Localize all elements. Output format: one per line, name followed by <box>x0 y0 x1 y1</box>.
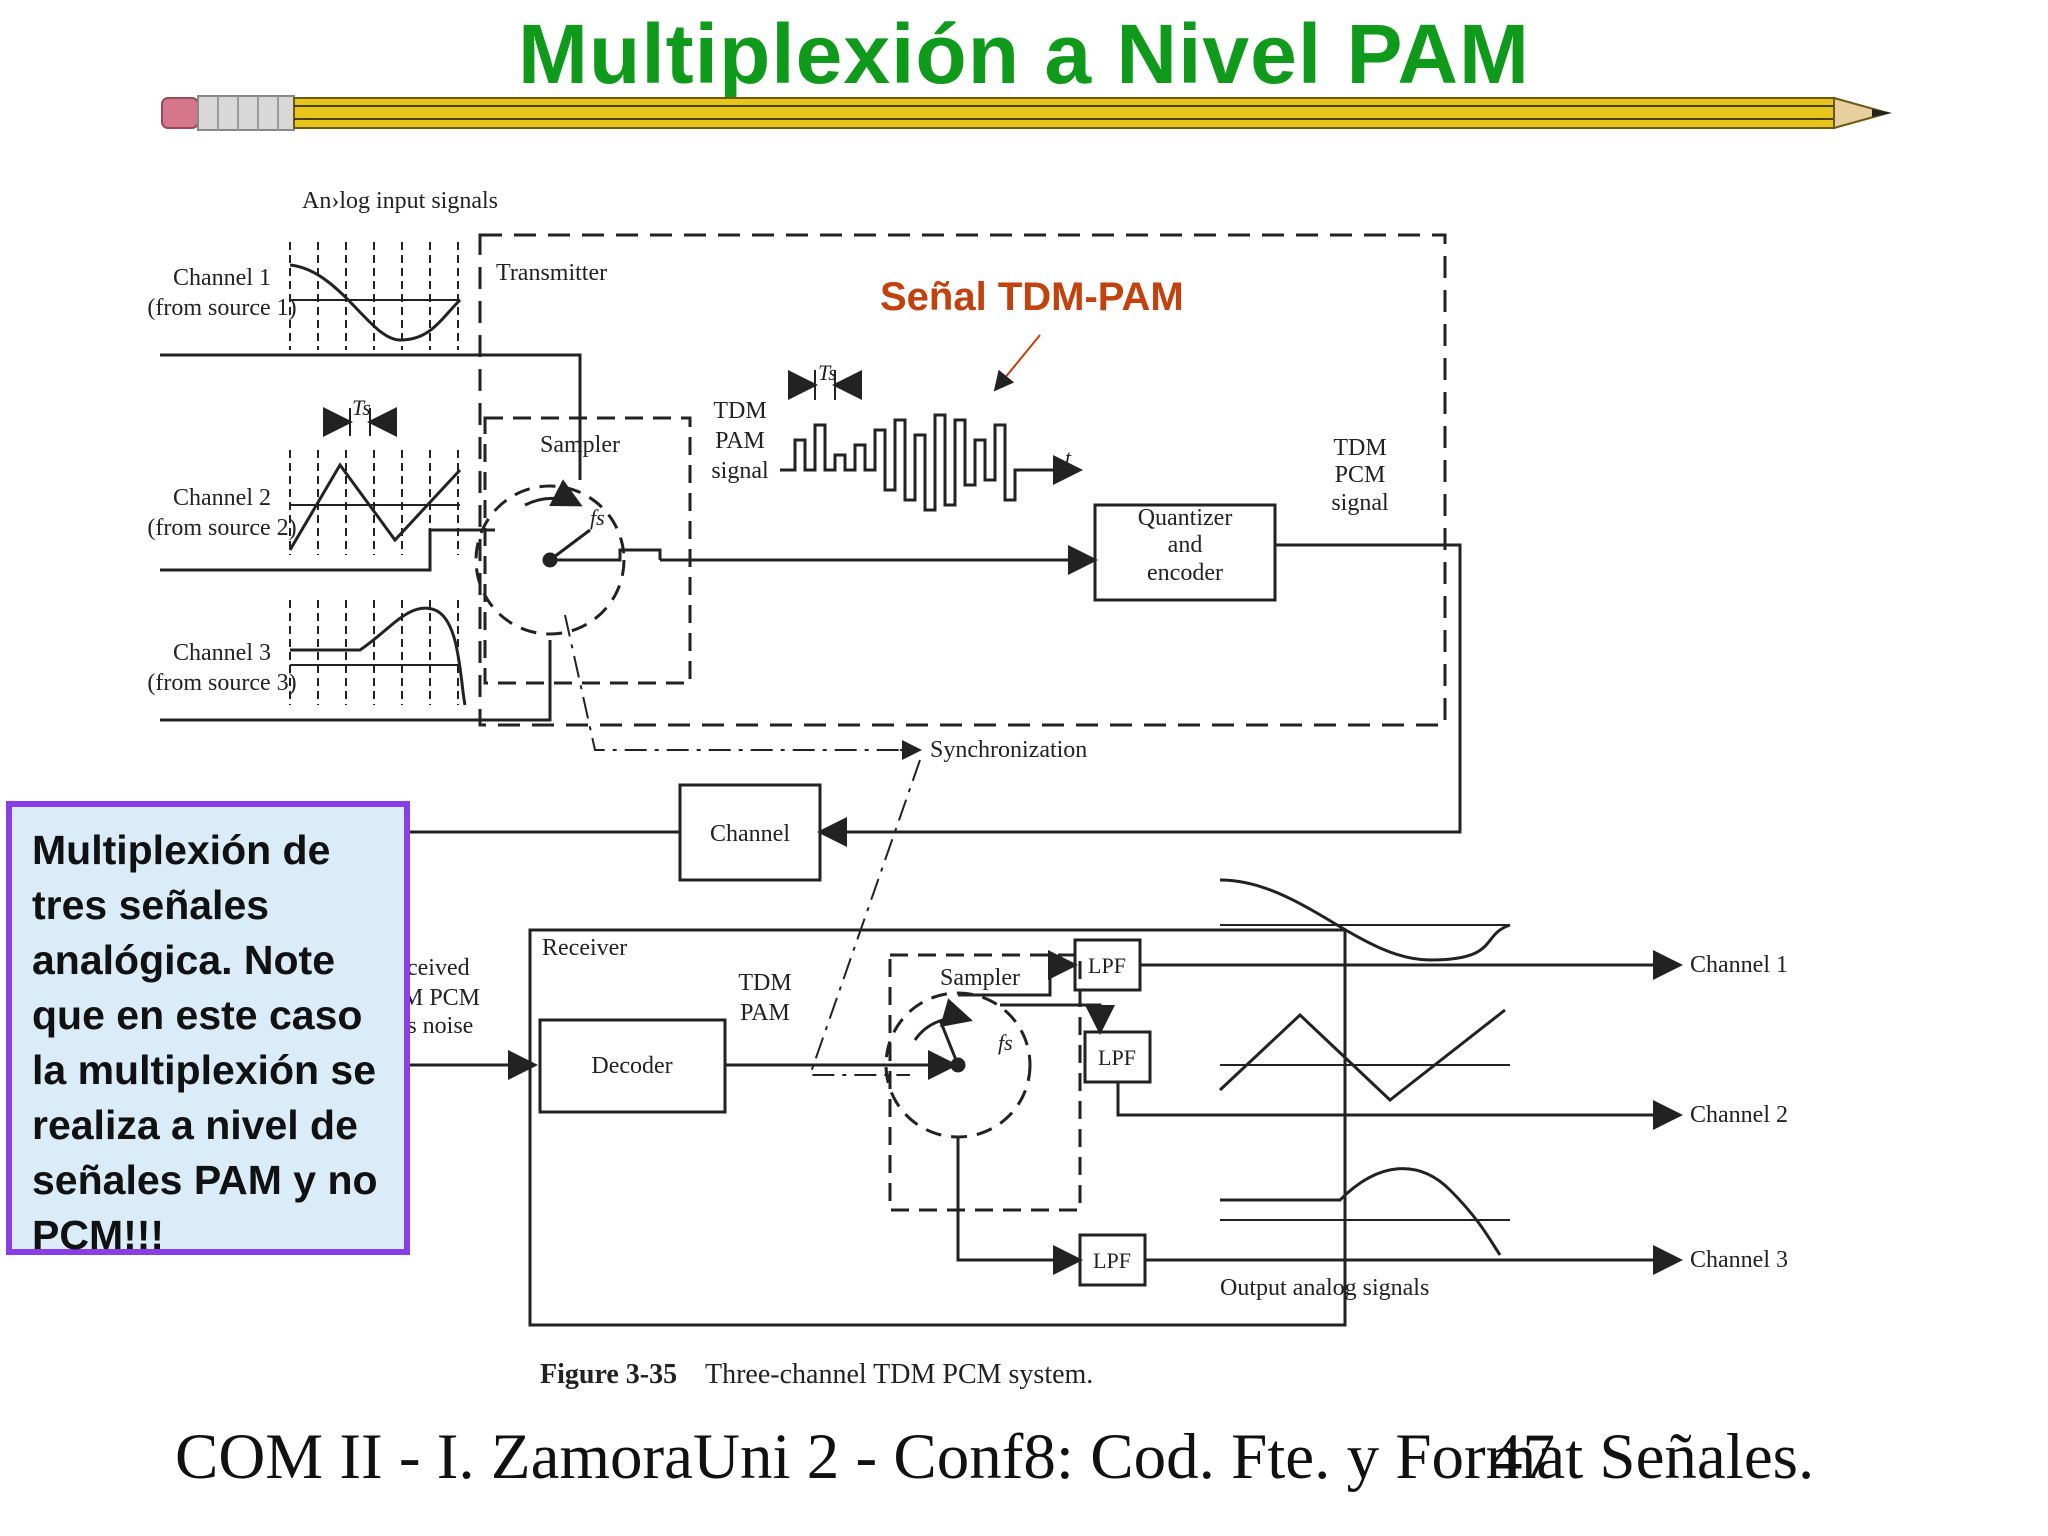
channel2-label: Channel 2 <box>173 485 271 511</box>
channel2-source: (from source 2) <box>147 515 296 541</box>
ts-label-input: Ts <box>352 395 371 420</box>
page-number: 47 <box>1490 1421 1555 1493</box>
tdm-pcm-label-3: signal <box>1331 490 1389 516</box>
output-waveforms <box>1218 878 1511 1256</box>
note-box: Multiplexión de tres señales analógica. … <box>6 801 410 1258</box>
tdm-pcm-label-1: TDM <box>1333 435 1386 461</box>
tdm-pam-rx-label-1: TDM <box>738 970 791 996</box>
output-channel1-label: Channel 1 <box>1690 952 1788 978</box>
channel1-signal-plot <box>289 242 459 350</box>
quantizer-label-1: Quantizer <box>1138 505 1233 531</box>
channel3-label: Channel 3 <box>173 640 271 666</box>
footer-text: COM II - I. ZamoraUni 2 - Conf8: Cod. Ft… <box>175 1421 1815 1493</box>
decoder-label: Decoder <box>591 1053 672 1079</box>
time-axis-label: t <box>1065 445 1072 470</box>
lpf-2-label: LPF <box>1098 1045 1136 1070</box>
output-channel2-label: Channel 2 <box>1690 1102 1788 1128</box>
tdm-pam-signal-label-1: TDM <box>713 398 766 424</box>
tdm-pcm-diagram: An›log input signals Channel 1 (from sou… <box>147 188 1788 1390</box>
channel-box-label: Channel <box>710 821 790 847</box>
transmitter-label: Transmitter <box>496 260 607 286</box>
tdm-pam-red-label: Señal TDM-PAM <box>880 275 1184 319</box>
tdm-pam-signal-label-2: PAM <box>715 428 765 454</box>
channel1-source: (from source 1) <box>147 295 296 321</box>
receiver-label: Receiver <box>542 935 627 961</box>
figure-caption-text: Three-channel TDM PCM system. <box>705 1359 1093 1390</box>
output-channel3-label: Channel 3 <box>1690 1247 1788 1273</box>
fs-tx-label: fs <box>590 505 605 530</box>
quantizer-label-2: and <box>1168 532 1203 558</box>
tdm-pam-waveform <box>780 413 1083 512</box>
slide-title: Multiplexión a Nivel PAM <box>518 7 1530 101</box>
tdm-pam-rx-label-2: PAM <box>740 1000 790 1026</box>
quantizer-label-3: encoder <box>1147 560 1223 586</box>
channel1-label: Channel 1 <box>173 265 271 291</box>
pencil-divider <box>161 95 1892 131</box>
figure-caption-number: Figure 3-35 <box>540 1359 677 1390</box>
synchronization-label: Synchronization <box>930 737 1087 763</box>
fs-rx-label: fs <box>998 1030 1013 1055</box>
sampler-tx-label: Sampler <box>540 432 620 458</box>
tdm-pcm-label-2: PCM <box>1335 462 1386 488</box>
ts-label-tdm: Ts <box>818 360 837 385</box>
input-heading: An›log input signals <box>302 188 498 214</box>
channel3-source: (from source 3) <box>147 670 296 696</box>
output-heading: Output analog signals <box>1220 1275 1429 1301</box>
lpf-3-label: LPF <box>1093 1248 1131 1273</box>
sampler-rx-label: Sampler <box>940 965 1020 991</box>
channel2-signal-plot <box>289 450 459 555</box>
tdm-pam-signal-label-3: signal <box>711 458 769 484</box>
channel3-signal-plot <box>289 600 459 705</box>
lpf-1-label: LPF <box>1088 953 1126 978</box>
